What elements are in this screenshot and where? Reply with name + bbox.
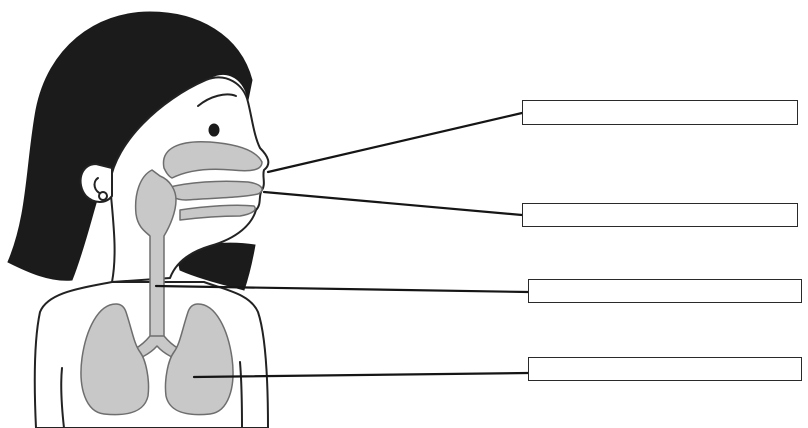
collar-line: [239, 361, 243, 428]
label-box-1: [522, 100, 798, 125]
leader-line-1: [266, 111, 524, 174]
collar-line: [60, 367, 65, 428]
nasal-cavity: [162, 140, 263, 179]
label-box-3: [528, 279, 802, 303]
oral-cavity: [165, 180, 263, 201]
lung-right: [164, 303, 234, 416]
leader-line-4: [192, 371, 530, 379]
label-box-2: [522, 203, 798, 227]
eye: [208, 123, 220, 137]
leader-line-2: [262, 190, 524, 217]
label-box-4: [528, 357, 802, 381]
earring: [98, 191, 108, 201]
leader-line-3: [154, 284, 530, 294]
chin-line: [179, 204, 256, 221]
eyebrow: [197, 93, 237, 107]
lung-left: [80, 303, 150, 416]
